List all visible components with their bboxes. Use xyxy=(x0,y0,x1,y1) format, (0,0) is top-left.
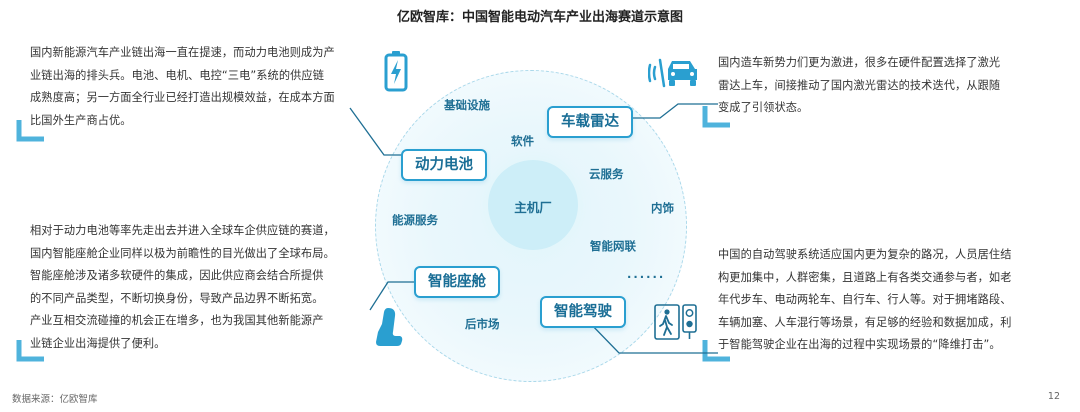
paragraph-line: 国内新能源汽车产业链出海一直在提速，而动力电池则成为产 xyxy=(30,46,335,59)
connector-cockpit xyxy=(369,281,414,311)
right-bottom-paragraph: 中国的自动驾驶系统适应国内更为复杂的路况，人员居住结 构更加集中，人群密集，且道… xyxy=(718,244,1011,357)
seat-icon xyxy=(376,308,403,346)
paragraph-line: 年代步车、电动两轮车、自行车、行人等。对于拥堵路段、 xyxy=(718,293,1012,306)
connector-lidar xyxy=(632,103,718,119)
item-interior: 内饰 xyxy=(651,201,674,215)
paragraph-line: 国内智能座舱企业同样以极为前瞻性的目光做出了全球布局。 xyxy=(30,246,335,260)
pill-battery: 动力电池 xyxy=(401,149,487,181)
page-number: 12 xyxy=(1047,391,1060,402)
connector-driving xyxy=(586,319,718,354)
item-software: 软件 xyxy=(511,134,534,148)
item-infrastructure: 基础设施 xyxy=(444,98,490,112)
paragraph-line: 变成了引领状态。 xyxy=(718,101,809,114)
corner-bracket xyxy=(16,340,44,362)
pill-cockpit: 智能座舱 xyxy=(414,266,500,298)
left-bottom-paragraph: 相对于动力电池等率先走出去并进入全球车企供应链的赛道， 国内智能座舱企业同样以极… xyxy=(30,220,335,355)
item-more-dots: ······ xyxy=(627,270,666,284)
item-iov: 智能网联 xyxy=(590,239,636,253)
item-aftermarket: 后市场 xyxy=(465,317,500,331)
right-top-paragraph: 国内造车新势力们更为激进，很多在硬件配置选择了激光 雷达上车，间接推动了国内激光… xyxy=(718,52,1000,120)
core-circle xyxy=(488,160,578,250)
paragraph-line: 比国外生产商占优。 xyxy=(30,113,132,127)
paragraph-line: 于智能驾驶企业在出海的过程中实现场景的“降维打击”。 xyxy=(718,338,1001,351)
paragraph-line: 产业互相交流碰撞的机会正在增多，也为我国其他新能源产 xyxy=(30,314,324,327)
pedestrian-signal-icon xyxy=(654,304,697,340)
item-cloud: 云服务 xyxy=(589,167,624,181)
paragraph-line: 成熟度高；另一方面全行业已经打造出规模效益，在成本方面 xyxy=(30,91,335,104)
battery-icon xyxy=(384,51,408,92)
item-energy: 能源服务 xyxy=(392,213,438,227)
corner-bracket xyxy=(16,120,44,142)
paragraph-line: 车辆加塞、人车混行等场景，有足够的经验和数据加成，利 xyxy=(718,315,1012,329)
center-label: 主机厂 xyxy=(514,200,552,215)
paragraph-line: 智能座舱涉及诸多软硬件的集成，因此供应商会结合所提供 xyxy=(30,269,324,282)
paragraph-line: 构更加集中，人群密集，且道路上有各类交通参与者，如老 xyxy=(718,270,1012,284)
paragraph-line: 业链出海的排头兵。电池、电机、电控“三电”系统的供应链 xyxy=(30,68,324,82)
paragraph-line: 相对于动力电池等率先走出去并进入全球车企供应链的赛道， xyxy=(30,224,335,237)
data-source: 数据来源：亿欧智库 xyxy=(12,394,98,405)
left-top-paragraph: 国内新能源汽车产业链出海一直在提速，而动力电池则成为产 业链出海的排头兵。电池、… xyxy=(30,42,335,132)
paragraph-line: 的不同产品类型，不断切换身份，导致产品边界不断拓宽。 xyxy=(30,291,324,305)
corner-bracket xyxy=(702,106,730,128)
paragraph-line: 中国的自动驾驶系统适应国内更为复杂的路况，人员居住结 xyxy=(718,248,1012,261)
page-title: 亿欧智库：中国智能电动汽车产业出海赛道示意图 xyxy=(396,10,683,25)
pill-driving: 智能驾驶 xyxy=(540,296,626,328)
corner-bracket xyxy=(702,340,730,362)
pill-lidar: 车载雷达 xyxy=(547,106,633,138)
paragraph-line: 国内造车新势力们更为激进，很多在硬件配置选择了激光 xyxy=(718,56,1001,69)
paragraph-line: 业链企业出海提供了便利。 xyxy=(30,336,166,350)
connector-battery xyxy=(349,107,408,156)
lidar-car-icon xyxy=(648,58,697,88)
paragraph-line: 雷达上车，间接推动了国内激光雷达的技术迭代，从跟随 xyxy=(718,78,1001,92)
